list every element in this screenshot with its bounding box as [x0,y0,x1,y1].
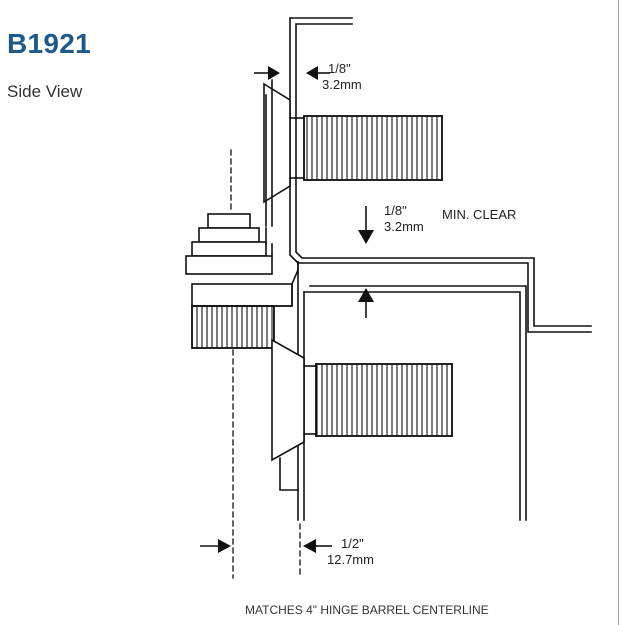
clearance-mm: 3.2mm [384,219,424,234]
hinge-knuckle [191,261,299,349]
lower-screw [271,338,453,462]
offset-mm: 12.7mm [327,552,374,567]
pivot-bolt [185,79,273,275]
offset-dimension [200,539,332,553]
top-gap-mm: 3.2mm [322,77,362,92]
centerline-caption: MATCHES 4" HINGE BARREL CENTERLINE [245,603,489,617]
view-label: Side View [7,82,83,101]
clearance-inch: 1/8" [384,203,407,218]
offset-inch: 1/2" [341,536,364,551]
top-gap-dimension [254,66,330,80]
top-gap-inch: 1/8" [328,61,351,76]
clearance-dimension [358,206,374,318]
centerlines [232,349,301,579]
clearance-note: MIN. CLEAR [442,207,516,222]
page-frame-rule [618,0,619,625]
upper-screw [263,82,443,204]
page-title: B1921 [7,28,92,59]
